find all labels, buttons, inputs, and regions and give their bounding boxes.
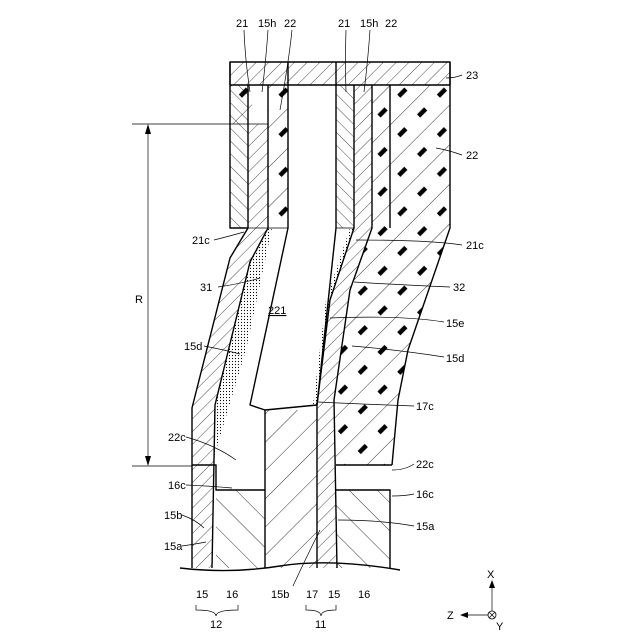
label-11: 11: [315, 619, 326, 631]
label-21c-left: 21c: [192, 235, 210, 247]
label-15d-left: 15d: [184, 341, 202, 353]
label-15-bottom-right: 15: [328, 589, 340, 601]
label-16-bottom-right: 16: [358, 589, 370, 601]
label-21-b: 21: [338, 18, 350, 30]
label-23: 23: [466, 70, 478, 82]
label-22-b: 22: [385, 18, 397, 30]
label-15b-bottom: 15b: [271, 589, 289, 601]
label-22-a: 22: [284, 18, 296, 30]
label-17c: 17c: [416, 401, 434, 413]
label-16c-right: 16c: [416, 489, 434, 501]
axis-z-label: Z: [447, 610, 454, 622]
axis-x-label: X: [487, 569, 495, 581]
label-21-a: 21: [236, 18, 248, 30]
label-15a-left: 15a: [164, 541, 183, 553]
label-221: 221: [268, 305, 286, 317]
label-16-bottom-left: 16: [226, 589, 238, 601]
layer-22-left-inner: [268, 85, 288, 228]
label-15-bottom-left: 15: [196, 589, 208, 601]
axis-indicator: X Z Y: [447, 569, 504, 633]
label-15a-right: 15a: [416, 521, 435, 533]
part-16-left: [216, 490, 265, 568]
label-15e: 15e: [446, 318, 464, 330]
label-32: 32: [453, 282, 465, 294]
axis-y-label: Y: [496, 621, 504, 633]
label-15h-a: 15h: [258, 18, 276, 30]
label-15d-right: 15d: [446, 353, 464, 365]
label-15h-b: 15h: [360, 18, 378, 30]
label-12: 12: [210, 619, 222, 631]
label-17-bottom: 17: [306, 589, 318, 601]
label-22c-right: 22c: [416, 459, 434, 471]
label-22c-left: 22c: [168, 432, 186, 444]
label-22-right: 22: [466, 150, 478, 162]
label-16c-left: 16c: [168, 480, 186, 492]
part-16-right: [336, 490, 390, 568]
layer-21-right: [336, 85, 354, 228]
label-31: 31: [200, 282, 212, 294]
part-17: [265, 410, 317, 568]
label-21c-right: 21c: [466, 240, 484, 252]
label-15b-left: 15b: [164, 510, 182, 522]
label-r: R: [135, 294, 143, 306]
bottom-labels: 15 16 15b 17 15 16 12 11: [196, 589, 370, 631]
